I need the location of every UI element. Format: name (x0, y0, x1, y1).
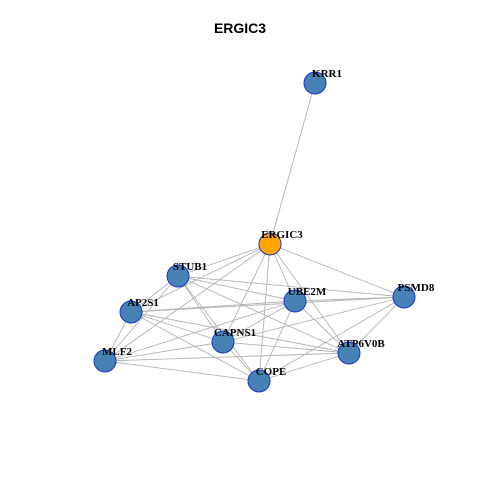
edge-atp6v0b-cope (258, 352, 350, 382)
node-label-stub1: STUB1 (173, 261, 207, 273)
edge-ube2m-psmd8 (294, 296, 405, 302)
edge-ap2s1-capns1 (130, 311, 224, 343)
edge-ube2m-cope (258, 300, 296, 382)
node-label-krr1: KRR1 (312, 68, 342, 80)
edge-ap2s1-psmd8 (130, 296, 405, 313)
edge-mlf2-atp6v0b (104, 352, 350, 362)
node-psmd8[interactable] (392, 285, 416, 309)
edge-stub1-mlf2 (104, 275, 179, 362)
edge-ergic3-cope (258, 243, 271, 382)
edge-ube2m-atp6v0b (294, 300, 350, 354)
edge-mlf2-cope (104, 360, 260, 382)
edge-psmd8-capns1 (222, 296, 405, 343)
edge-ube2m-mlf2 (104, 300, 296, 362)
node-ube2m[interactable] (283, 289, 307, 313)
edge-ube2m-capns1 (222, 300, 296, 343)
edge-stub1-ube2m (177, 275, 296, 302)
edge-ergic3-stub1 (177, 243, 271, 277)
node-atp6v0b[interactable] (337, 341, 361, 365)
node-krr1[interactable] (303, 71, 327, 95)
edge-krr1-ergic3 (269, 82, 316, 245)
node-label-mlf2: MLF2 (102, 346, 132, 358)
edge-stub1-capns1 (177, 275, 224, 343)
node-layer (93, 71, 416, 393)
edge-capns1-mlf2 (104, 341, 224, 362)
graph-title: ERGIC3 (213, 20, 267, 36)
edge-ergic3-capns1 (222, 243, 271, 343)
node-label-psmd8: PSMD8 (398, 282, 435, 294)
edge-ergic3-mlf2 (104, 243, 271, 362)
edge-psmd8-atp6v0b (348, 296, 405, 354)
edge-stub1-atp6v0b (177, 275, 350, 354)
edge-layer (104, 82, 405, 382)
node-label-capns1: CAPNS1 (214, 327, 256, 339)
node-label-cope: COPE (256, 366, 287, 378)
edge-stub1-psmd8 (177, 275, 405, 298)
node-label-ube2m: UBE2M (288, 286, 327, 298)
node-capns1[interactable] (211, 330, 235, 354)
node-stub1[interactable] (166, 264, 190, 288)
edge-capns1-atp6v0b (222, 341, 350, 354)
edge-psmd8-cope (258, 296, 405, 382)
node-label-atp6v0b: ATP6V0B (337, 338, 385, 350)
node-ergic3[interactable] (258, 232, 282, 256)
edge-ergic3-psmd8 (269, 243, 405, 298)
node-label-ap2s1: AP2S1 (127, 297, 159, 309)
node-cope[interactable] (247, 369, 271, 393)
node-label-ergic3: ERGIC3 (261, 229, 303, 241)
node-mlf2[interactable] (93, 349, 117, 373)
node-ap2s1[interactable] (119, 300, 143, 324)
edge-ergic3-atp6v0b (269, 243, 350, 354)
